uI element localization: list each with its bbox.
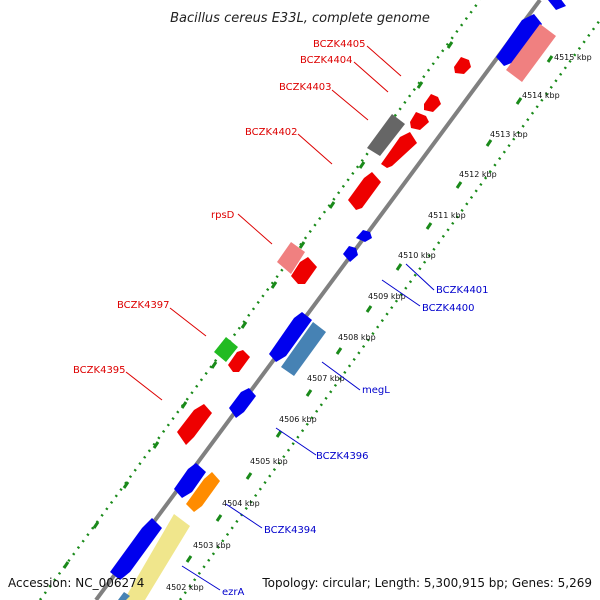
gene-block [548,0,566,10]
gene-block [269,312,312,362]
gene-block [177,404,212,445]
gene-block [348,172,381,210]
gene-block [277,242,305,274]
kbp-label: 4502 kbp [166,583,204,592]
gene-block [381,132,417,168]
gene-block [214,337,238,362]
gene-block [186,472,220,512]
gene-block [343,246,358,262]
gene-label-bczk4402: BCZK4402 [245,127,298,138]
gene-block [174,463,206,498]
gene-label-ezra: ezrA [222,587,245,598]
genome-backbone [94,0,542,600]
gene-label-bczk4395: BCZK4395 [73,365,126,376]
kbp-label: 4509 kbp [368,292,406,301]
kbp-label: 4508 kbp [338,333,376,342]
gene-block [496,14,542,66]
gene-block [454,57,471,74]
kbp-label: 4513 kbp [490,130,528,139]
gene-block [367,114,405,156]
outer-tick-marks [62,41,454,569]
kbp-label: 4506 kbp [279,415,317,424]
gene-label-bczk4403: BCZK4403 [279,82,332,93]
kbp-label: 4511 kbp [428,211,466,220]
red-leader-lines [125,45,402,401]
inner-dotted-line [178,19,600,600]
gene-block [291,257,317,284]
gene-block [356,230,372,242]
gene-block [424,94,441,112]
gene-block [506,24,556,82]
gene-label-bczk4401: BCZK4401 [436,285,489,296]
inner-tick-marks [185,55,554,563]
gene-label-megl: megL [362,385,390,396]
gene-block [124,514,190,600]
blue-leader-lines [181,263,435,591]
accession-text: Accession: NC_006274 [8,576,144,590]
kbp-tick-labels: 4502 kbp 4503 kbp 4504 kbp 4505 kbp 4506… [166,53,592,592]
kbp-label: 4510 kbp [398,251,436,260]
map-title: Bacillus cereus E33L, complete genome [170,11,430,26]
gene-block [228,350,250,372]
kbp-label: 4514 kbp [522,91,560,100]
gene-label-rpsd: rpsD [211,210,235,221]
gene-blocks-upper-strand [177,57,471,445]
gene-label-bczk4396: BCZK4396 [316,451,369,462]
topology-text: Topology: circular; Length: 5,300,915 bp… [261,576,592,590]
gene-blocks-lower-strand [110,0,566,600]
gene-label-bczk4394: BCZK4394 [264,525,317,536]
kbp-label: 4507 kbp [307,374,345,383]
outer-dotted-line [38,0,482,600]
gene-block [229,388,256,418]
gene-block [118,592,130,600]
kbp-label: 4515 kbp [554,53,592,62]
kbp-label: 4512 kbp [459,170,497,179]
gene-label-bczk4397: BCZK4397 [117,300,170,311]
gene-block [281,322,326,376]
gene-block [110,518,162,580]
gene-block [410,112,429,130]
kbp-label: 4505 kbp [250,457,288,466]
kbp-label: 4504 kbp [222,499,260,508]
kbp-label: 4503 kbp [193,541,231,550]
red-gene-labels: BCZK4405 BCZK4404 BCZK4403 BCZK4402 rpsD… [73,39,366,376]
gene-label-bczk4400: BCZK4400 [422,303,475,314]
gene-label-bczk4405: BCZK4405 [313,39,366,50]
blue-gene-labels: BCZK4401 BCZK4400 megL BCZK4396 BCZK4394… [222,285,489,598]
gene-label-bczk4404: BCZK4404 [300,55,353,66]
